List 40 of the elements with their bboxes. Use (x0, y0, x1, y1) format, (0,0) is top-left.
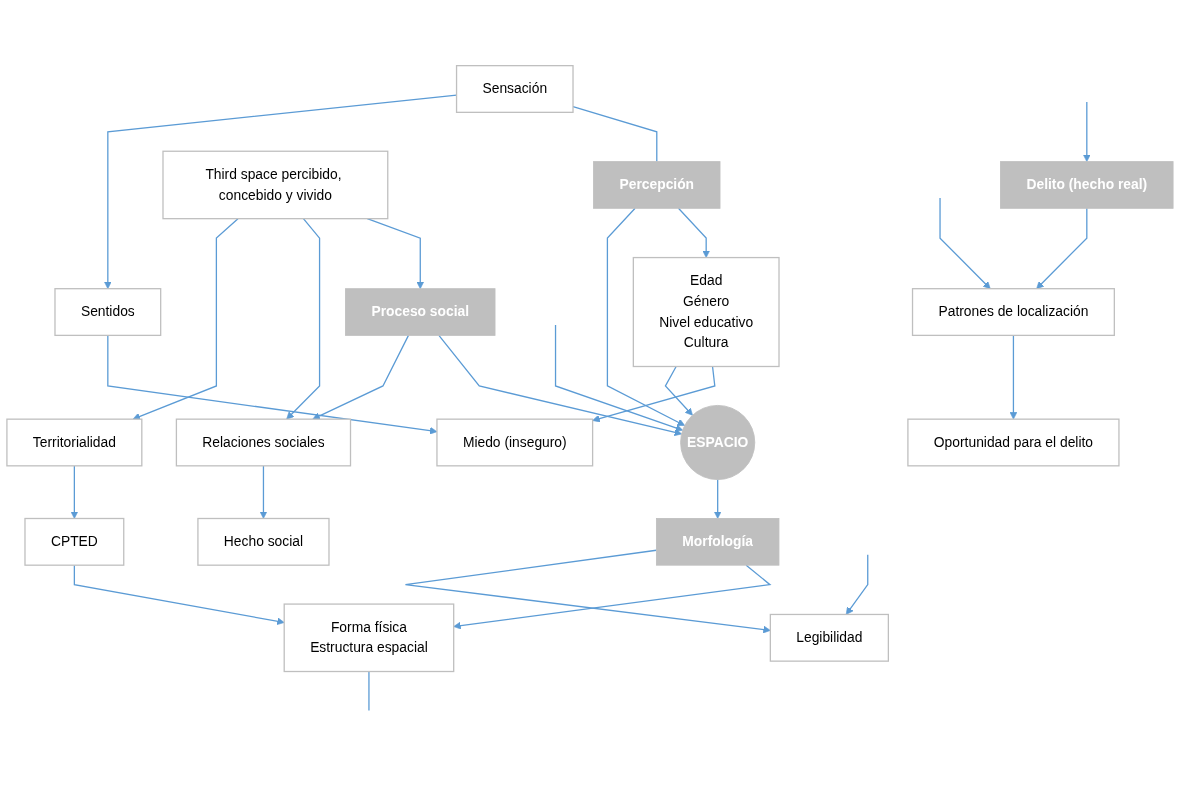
arrow (1083, 101, 1091, 162)
arrow (664, 365, 693, 416)
arrow (592, 365, 716, 423)
arrow (453, 564, 772, 630)
arrow (73, 564, 285, 625)
connector (368, 670, 370, 712)
node-box: Oportunidad para el delito (907, 418, 1120, 467)
arrow (259, 465, 268, 519)
arrow (1009, 334, 1018, 420)
arrow (606, 207, 685, 426)
node-box: Third space percibido, concebido y vivido (162, 150, 389, 220)
node-box: Territorialidad (6, 418, 143, 467)
node-box: Percepción (593, 161, 721, 209)
arrow (438, 334, 682, 437)
arrow (312, 334, 410, 420)
node-box: Proceso social (345, 288, 496, 336)
arrow (939, 197, 991, 290)
node-box: Miedo (inseguro) (436, 418, 594, 467)
node-circle: ESPACIO (680, 404, 756, 480)
arrow (404, 549, 771, 634)
arrow (366, 218, 425, 290)
arrow (677, 207, 710, 258)
arrow (713, 478, 722, 519)
arrow (554, 324, 683, 432)
arrow (286, 218, 321, 420)
node-box: CPTED (24, 517, 125, 566)
node-box: Patrones de localización (911, 288, 1115, 336)
node-box: Legibilidad (769, 613, 889, 662)
arrow (132, 218, 239, 421)
node-box: Sentidos (54, 288, 162, 336)
node-box: Relaciones sociales (175, 418, 352, 467)
node-box: Hecho social (197, 517, 330, 566)
node-box: Forma física Estructura espacial (283, 603, 455, 673)
node-box: Morfología (656, 518, 780, 566)
arrow (70, 465, 79, 519)
arrow (845, 554, 869, 615)
arrow (1036, 207, 1088, 290)
node-box: Delito (hecho real) (1000, 161, 1174, 209)
node-box: Edad Género Nivel educativo Cultura (632, 256, 780, 368)
node-box: Sensación (455, 65, 574, 113)
